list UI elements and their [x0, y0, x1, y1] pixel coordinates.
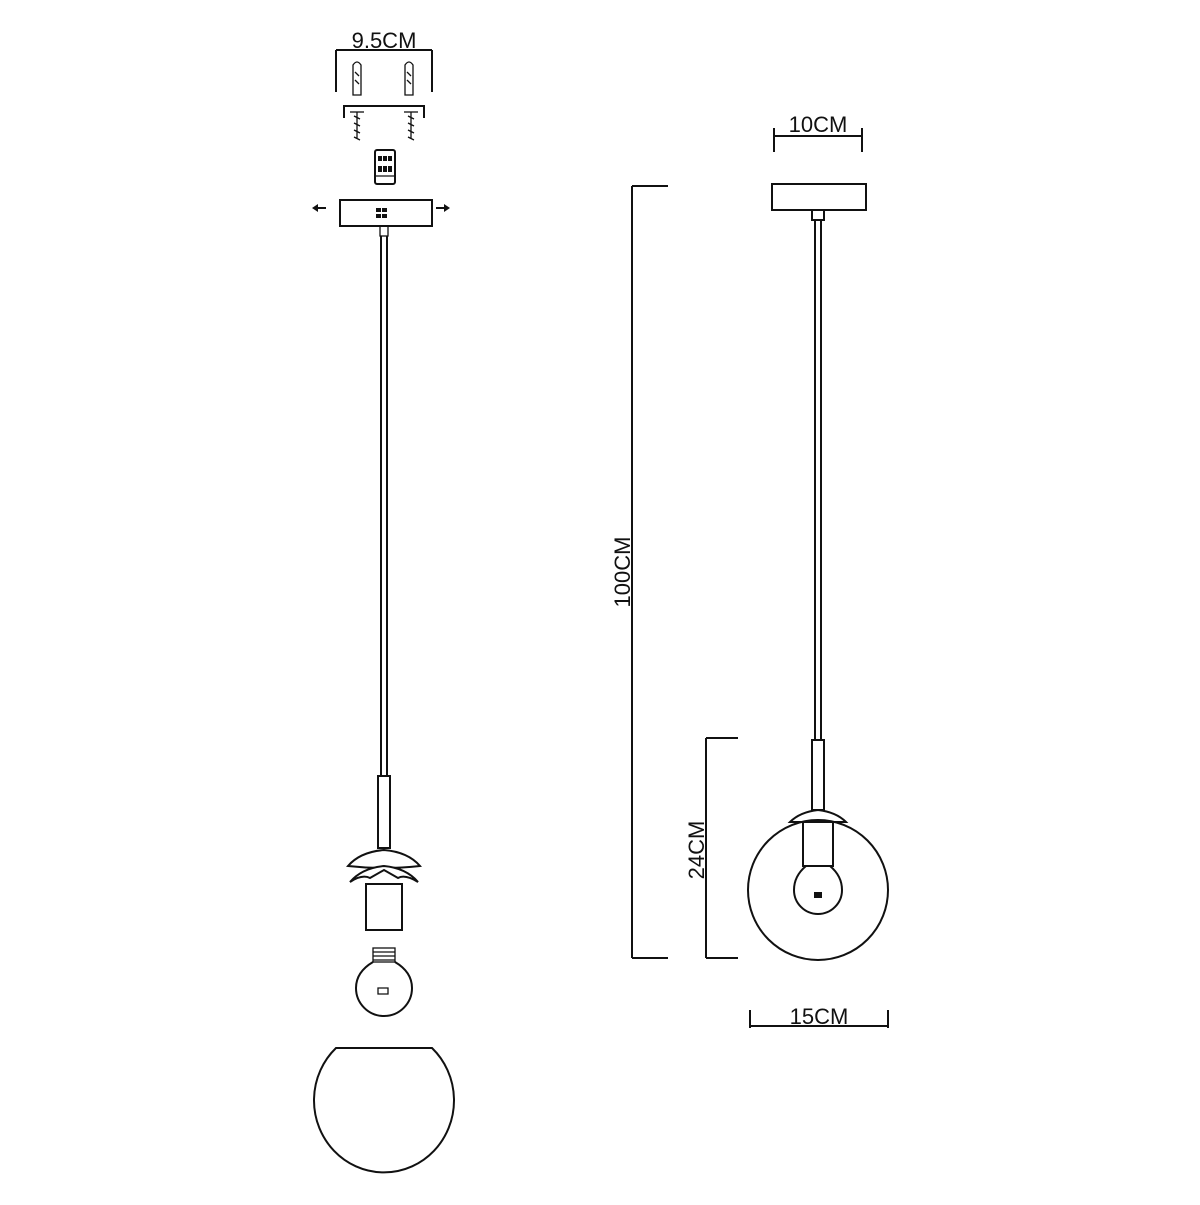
- glass-globe-shade: [313, 1047, 455, 1174]
- terminal-block-icon: [374, 149, 396, 185]
- mount-plate-width-dimension: 9.5CM: [335, 28, 433, 92]
- mount-plate-width-label: 9.5CM: [352, 28, 417, 53]
- suspension-cord-assembled: [814, 220, 822, 740]
- canopy-width-dimension: 10CM: [773, 112, 863, 152]
- canopy-width-label: 10CM: [789, 112, 848, 137]
- light-bulb-icon: [354, 947, 414, 1017]
- screw-icon: [350, 111, 418, 141]
- shade-height-label: 24CM: [684, 821, 709, 880]
- canopy-exploded: [339, 199, 433, 237]
- wall-plug-icon: [352, 61, 414, 96]
- canopy-assembled: [771, 183, 867, 221]
- light-bulb-assembled-icon: [792, 865, 844, 915]
- assembled-side-view: 10CM 15CM: [747, 112, 889, 1029]
- shade-diameter-label: 15CM: [790, 1004, 849, 1029]
- arrow-right-icon: [436, 204, 450, 212]
- arrow-left-icon: [312, 204, 326, 212]
- shade-height-dimension: 24CM: [684, 737, 738, 959]
- socket-icon: [365, 883, 403, 931]
- glass-globe-assembled: [747, 819, 889, 961]
- total-drop-label: 100CM: [610, 537, 635, 608]
- total-drop-dimension: 100CM: [610, 185, 668, 959]
- shade-diameter-dimension: 15CM: [749, 1004, 889, 1029]
- shade-holder-ring: [346, 848, 422, 883]
- suspension-cord-exploded: [380, 236, 388, 776]
- lamp-holder-stem: [377, 775, 391, 849]
- lamp-holder-assembled: [787, 739, 849, 823]
- socket-assembled: [802, 821, 834, 867]
- exploded-assembly-view: 9.5CM: [312, 28, 455, 1174]
- mounting-bracket: [343, 105, 425, 118]
